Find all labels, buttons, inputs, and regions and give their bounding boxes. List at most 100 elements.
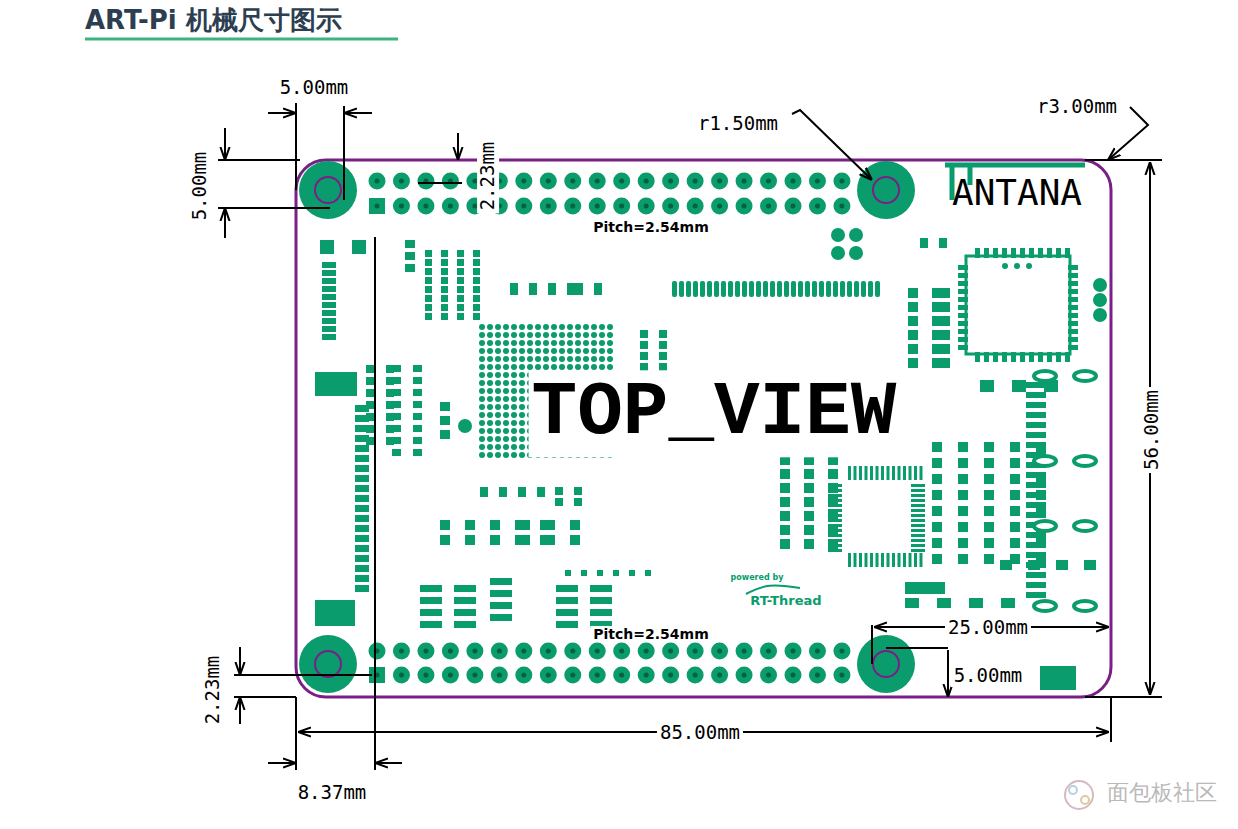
smd-pad bbox=[780, 511, 790, 521]
bga-ball bbox=[503, 380, 509, 386]
header-pin bbox=[638, 198, 655, 215]
oval-pad bbox=[1074, 521, 1096, 531]
smd-pad bbox=[940, 316, 950, 326]
bga-ball bbox=[495, 348, 501, 354]
header-pin bbox=[760, 198, 777, 215]
bga-ball bbox=[487, 348, 493, 354]
smd-pad bbox=[556, 621, 578, 628]
smd-pad bbox=[490, 520, 500, 530]
smd-pad bbox=[659, 330, 667, 338]
qfp-pad bbox=[911, 544, 925, 547]
oval-pad bbox=[1074, 371, 1096, 381]
pin-hole bbox=[619, 673, 624, 678]
smd-pad bbox=[567, 283, 575, 295]
header-pin bbox=[736, 643, 753, 660]
smd-pad bbox=[940, 330, 950, 340]
bga-ball bbox=[487, 364, 493, 370]
smd-pad bbox=[659, 341, 667, 349]
smd-pad bbox=[457, 259, 464, 266]
smd-pad bbox=[590, 597, 612, 604]
pin-hole bbox=[448, 204, 453, 209]
smd-pad bbox=[473, 268, 480, 275]
bga-ball bbox=[519, 396, 525, 402]
smd-pad bbox=[555, 487, 563, 495]
smd-pad bbox=[556, 597, 578, 604]
qfn-pad bbox=[975, 352, 980, 362]
fine-pitch-pad bbox=[763, 281, 768, 297]
connector-pad bbox=[355, 485, 369, 492]
header-pin bbox=[515, 173, 532, 190]
bga-ball bbox=[519, 372, 525, 378]
smd-pad bbox=[958, 442, 968, 452]
pin-hole bbox=[717, 649, 722, 654]
bga-ball bbox=[503, 396, 509, 402]
smd-pad bbox=[1026, 392, 1046, 398]
smd-pad bbox=[969, 598, 983, 608]
smd-pad bbox=[780, 469, 790, 479]
bga-ball bbox=[583, 364, 589, 370]
header-pin bbox=[809, 667, 826, 684]
bga-ball bbox=[487, 356, 493, 362]
extension-line bbox=[218, 207, 330, 209]
header-pin bbox=[809, 643, 826, 660]
pin-hole bbox=[766, 179, 771, 184]
smd-pad bbox=[510, 283, 518, 295]
smd-pad bbox=[473, 259, 480, 266]
bga-ball bbox=[495, 420, 501, 426]
connector-pad bbox=[355, 545, 369, 552]
qfp-pad bbox=[892, 553, 895, 567]
header-pin bbox=[393, 198, 410, 215]
header-pin bbox=[540, 198, 557, 215]
connector-pad bbox=[355, 495, 369, 502]
qfn-pad bbox=[1002, 248, 1007, 258]
smd-pad bbox=[413, 437, 422, 444]
smd-pad bbox=[420, 609, 442, 616]
smd-pad bbox=[457, 295, 464, 302]
bga-ball bbox=[519, 388, 525, 394]
smd-pad bbox=[932, 458, 942, 468]
fine-pitch-pad bbox=[672, 281, 677, 297]
bga-ball bbox=[479, 364, 485, 370]
bga-ball bbox=[607, 324, 613, 330]
bga-ball bbox=[591, 340, 597, 346]
smd-pad bbox=[322, 278, 336, 284]
fine-pitch-pad bbox=[770, 281, 775, 297]
header-pin bbox=[369, 173, 386, 190]
bga-ball bbox=[527, 348, 533, 354]
pin-hole bbox=[717, 179, 722, 184]
pin-hole bbox=[839, 204, 844, 209]
smd-pad bbox=[905, 598, 919, 608]
fine-pitch-pad bbox=[805, 281, 810, 297]
fine-pitch-pad bbox=[707, 281, 712, 297]
smd-pad bbox=[984, 554, 994, 564]
smd-pad bbox=[441, 304, 448, 311]
bga-ball bbox=[479, 452, 485, 458]
pin-hole bbox=[693, 673, 698, 678]
smd-pad bbox=[659, 352, 667, 360]
pin-hole bbox=[546, 673, 551, 678]
smd-pad bbox=[392, 377, 401, 384]
pin-hole bbox=[668, 649, 673, 654]
round-pad bbox=[1026, 263, 1032, 269]
header-pin bbox=[613, 667, 630, 684]
qfp-pad bbox=[828, 544, 842, 547]
header-pin bbox=[638, 643, 655, 660]
smd-pad bbox=[780, 539, 790, 549]
bga-ball bbox=[551, 340, 557, 346]
pcb-parts bbox=[299, 161, 1107, 693]
smd-pad bbox=[984, 458, 994, 468]
smd-pad bbox=[828, 469, 838, 479]
smd-pad bbox=[420, 621, 442, 628]
smd-pad bbox=[413, 365, 422, 372]
bga-ball bbox=[479, 420, 485, 426]
smd-pad bbox=[490, 590, 512, 597]
dimension-label: 2.23mm bbox=[477, 139, 499, 214]
pin-hole bbox=[521, 673, 526, 678]
bga-ball bbox=[543, 340, 549, 346]
bga-ball bbox=[503, 412, 509, 418]
qfp-pad bbox=[828, 504, 842, 507]
mounting-hole bbox=[299, 635, 357, 693]
pin-hole bbox=[766, 204, 771, 209]
qfp-pad bbox=[887, 466, 890, 480]
header-pin bbox=[393, 643, 410, 660]
